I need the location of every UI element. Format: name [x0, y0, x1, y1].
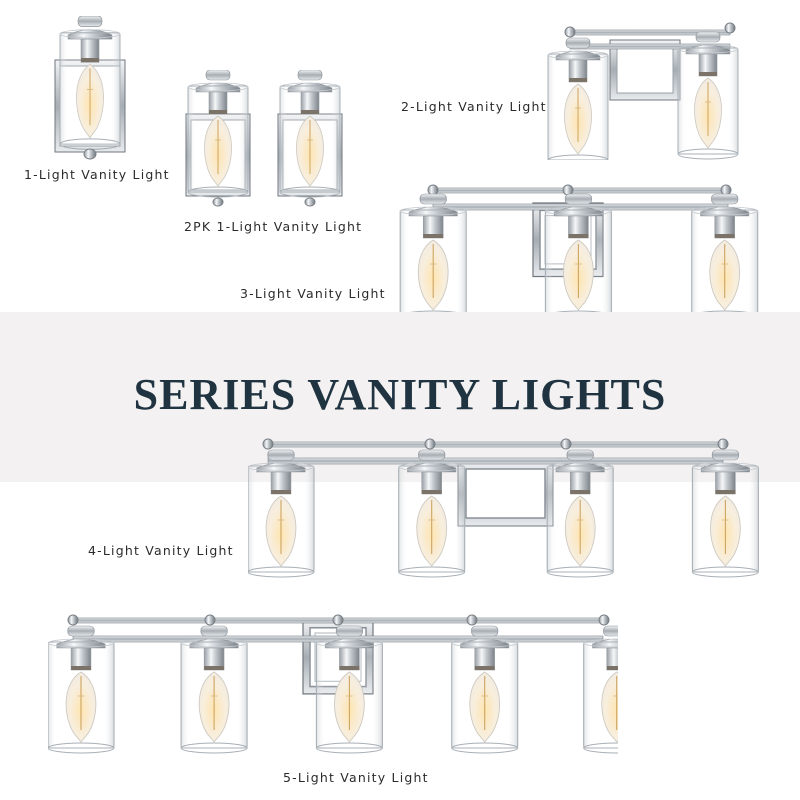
- product-image-3-light: [398, 182, 768, 332]
- product-label-3-light: 3-Light Vanity Light: [240, 286, 386, 301]
- product-image-2pk-1-light: [180, 70, 350, 210]
- product-label-1-light: 1-Light Vanity Light: [24, 167, 170, 182]
- title-band: [0, 312, 800, 482]
- product-label-2-light: 2-Light Vanity Light: [401, 99, 547, 114]
- product-image-2-light: [540, 10, 760, 160]
- product-label-4-light: 4-Light Vanity Light: [88, 543, 234, 558]
- product-image-1-light: [50, 16, 130, 161]
- page-title: SERIES VANITY LIGHTS: [133, 370, 667, 419]
- product-image-5-light: [48, 612, 618, 762]
- product-image-4-light: [248, 436, 768, 586]
- product-label-2pk-1-light: 2PK 1-Light Vanity Light: [184, 219, 363, 234]
- product-label-5-light: 5-Light Vanity Light: [283, 770, 429, 785]
